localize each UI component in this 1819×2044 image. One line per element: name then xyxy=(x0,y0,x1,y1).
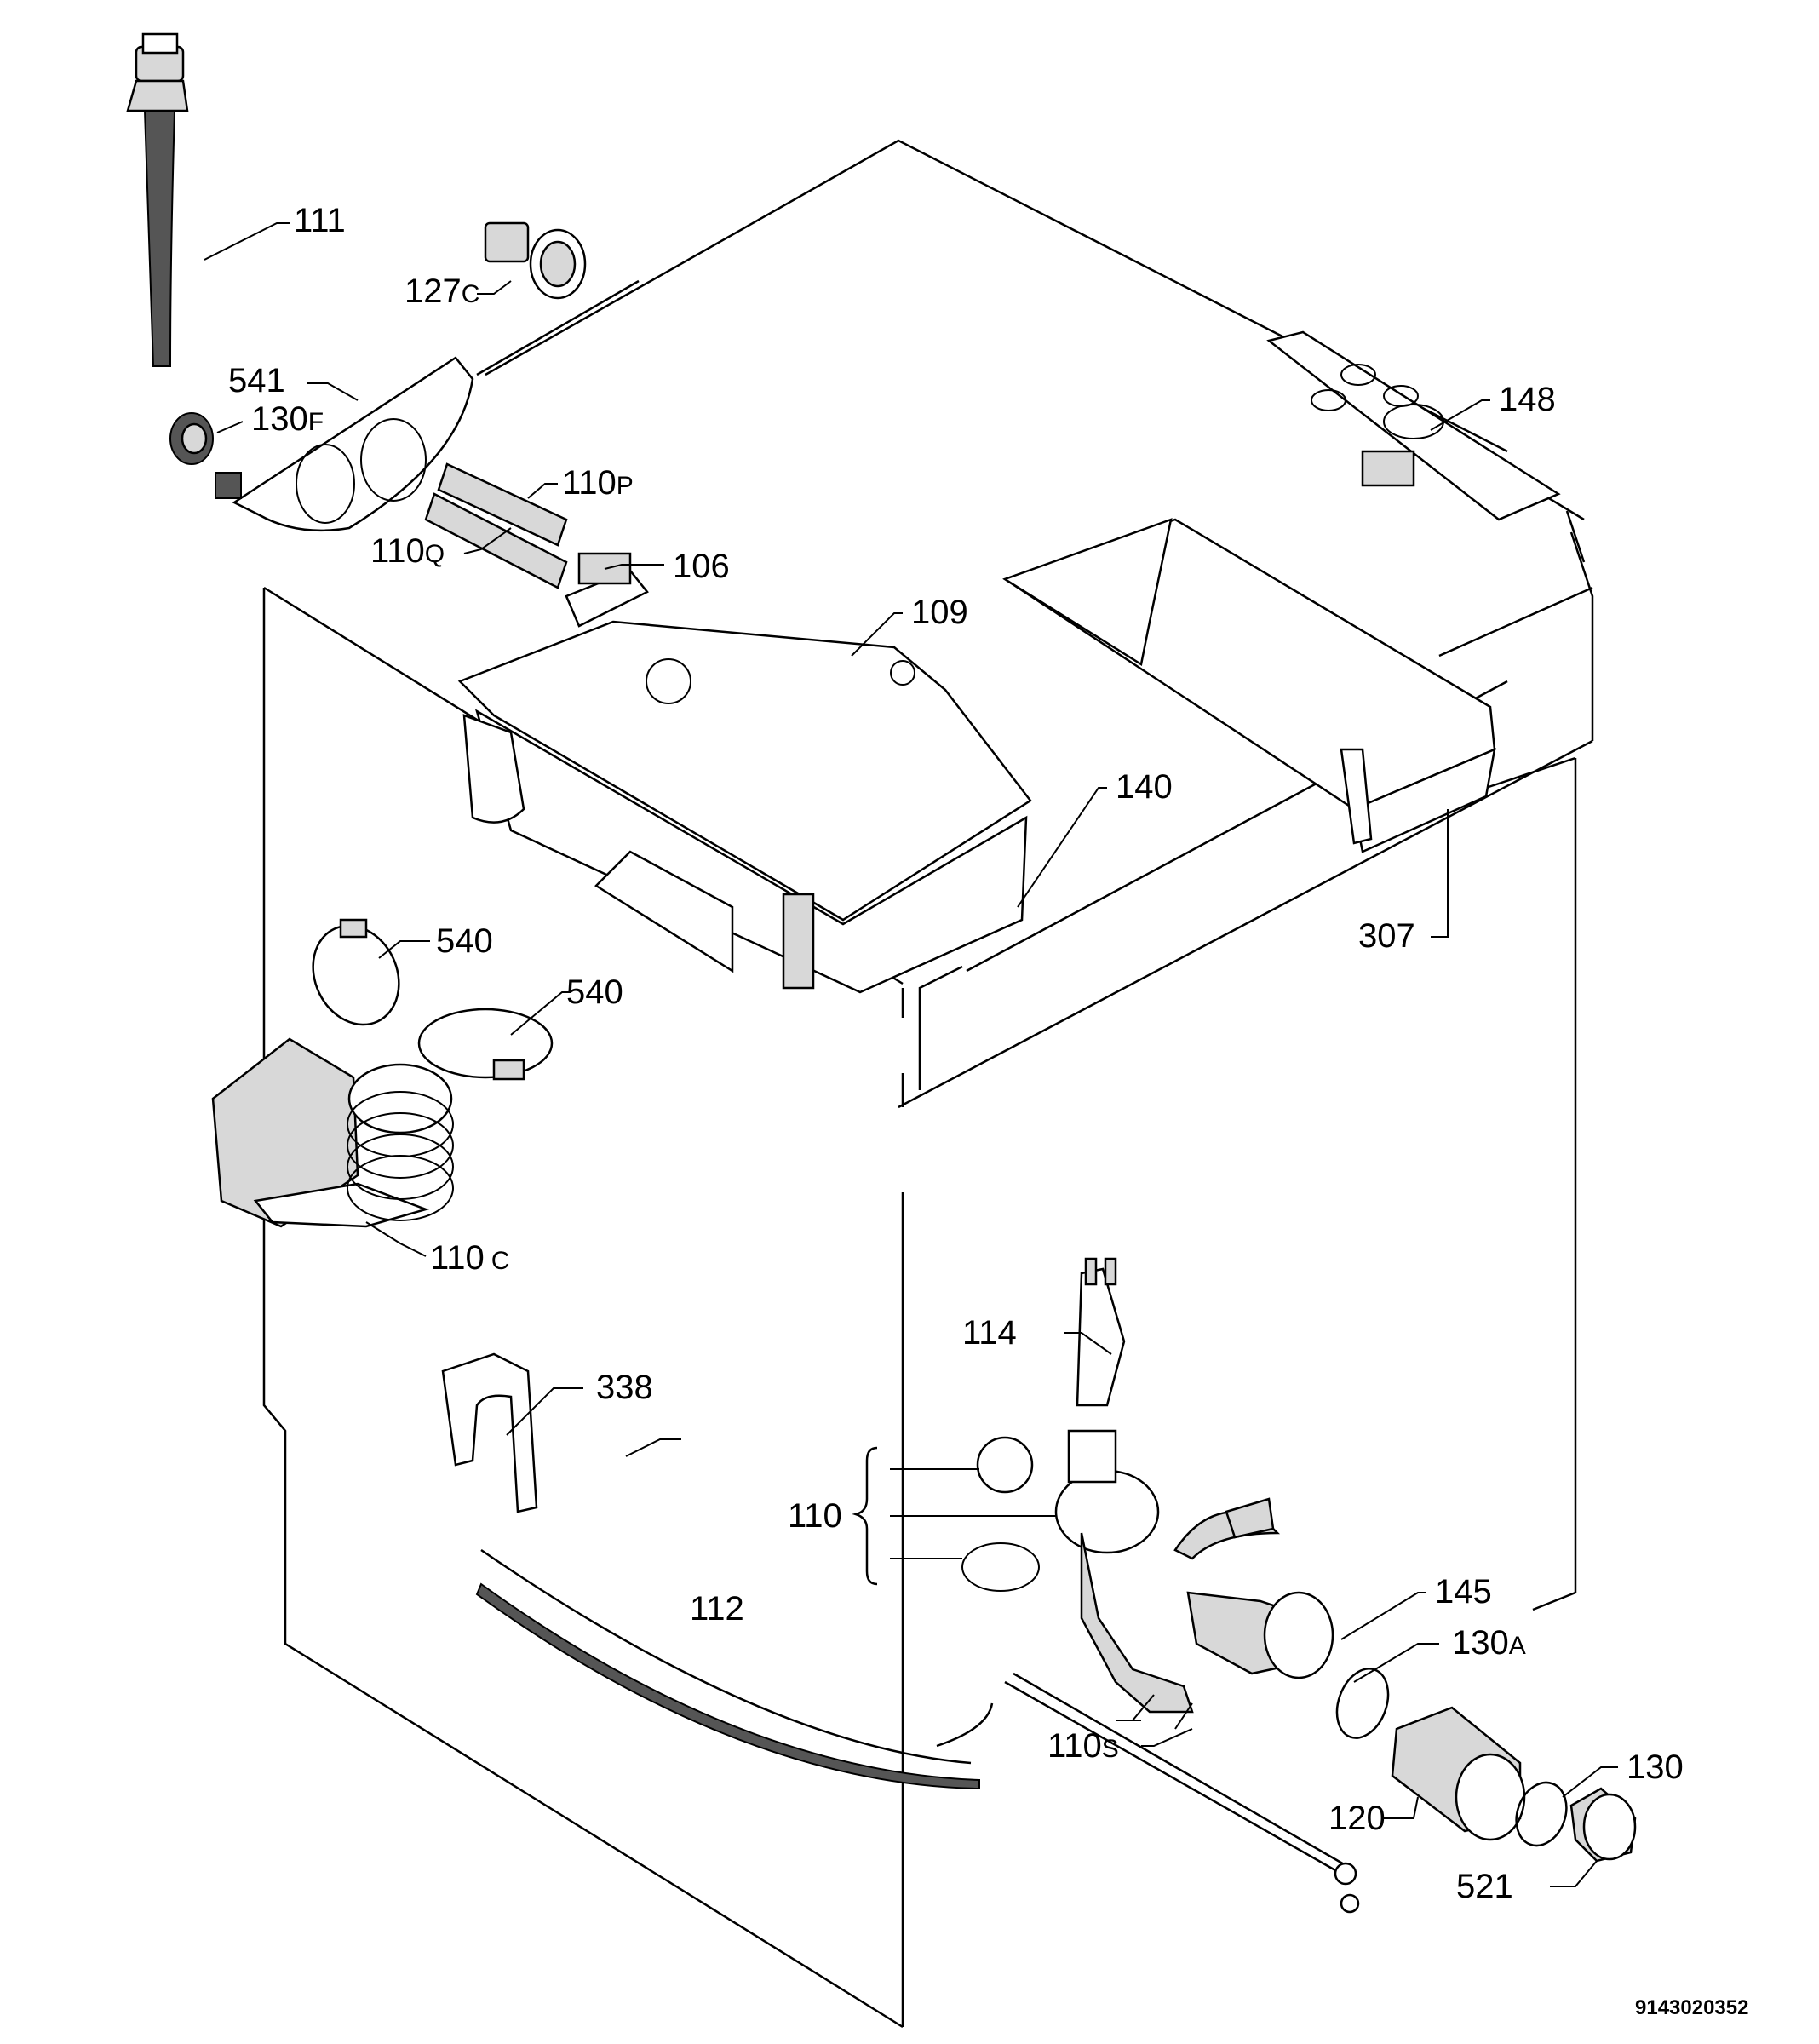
label-127c: 127C xyxy=(405,273,479,310)
part-110-pump-assembly xyxy=(961,1429,1334,1714)
part-338-hose-guide xyxy=(441,1352,538,1513)
label-110s: 110S xyxy=(1047,1727,1119,1765)
label-110p: 110P xyxy=(562,464,634,502)
label-109: 109 xyxy=(911,594,968,631)
label-145: 145 xyxy=(1435,1573,1492,1611)
label-541: 541 xyxy=(228,362,285,399)
label-338: 338 xyxy=(596,1369,653,1406)
label-148: 148 xyxy=(1499,381,1556,418)
label-130f: 130F xyxy=(251,400,324,438)
part-130f-nut xyxy=(169,412,214,465)
part-111-inlet-hose xyxy=(126,32,189,367)
label-114: 114 xyxy=(962,1314,1017,1352)
part-110s-rod xyxy=(1004,1672,1360,1914)
part-filter-group xyxy=(1335,1668,1637,1863)
label-521: 521 xyxy=(1456,1868,1513,1905)
leader-lines xyxy=(204,222,1618,1887)
part-140-dispenser-housing xyxy=(462,709,1028,994)
label-540-a: 540 xyxy=(436,922,493,960)
document-number: 9143020352 xyxy=(1635,1996,1748,2019)
label-110: 110 xyxy=(788,1497,842,1535)
part-labels: 111 127C 541 130F 110P 110Q 106 109 148 … xyxy=(228,202,1684,1905)
part-114-pressure-switch xyxy=(1076,1257,1126,1407)
label-130a: 130A xyxy=(1452,1624,1526,1662)
label-111: 111 xyxy=(294,202,346,239)
label-307: 307 xyxy=(1358,917,1415,955)
part-110c-bellows xyxy=(211,1037,454,1228)
label-140: 140 xyxy=(1116,768,1173,806)
part-110p-110q-hoses xyxy=(424,462,568,589)
label-120: 120 xyxy=(1328,1800,1386,1837)
label-130: 130 xyxy=(1627,1748,1684,1786)
part-112-hose xyxy=(475,1582,980,1790)
part-106-connector xyxy=(565,552,649,628)
part-541-panel xyxy=(215,356,474,532)
part-307-detergent-drawer xyxy=(1002,518,1496,853)
label-540-b: 540 xyxy=(566,973,623,1011)
part-148-drawer-handle xyxy=(1266,330,1561,521)
label-106: 106 xyxy=(673,548,730,585)
part-127c-valve xyxy=(484,221,587,300)
part-540-clamps xyxy=(312,918,554,1081)
part-109-dispenser-lid xyxy=(457,620,1032,922)
label-112: 112 xyxy=(690,1590,744,1628)
label-110q: 110Q xyxy=(370,532,445,570)
